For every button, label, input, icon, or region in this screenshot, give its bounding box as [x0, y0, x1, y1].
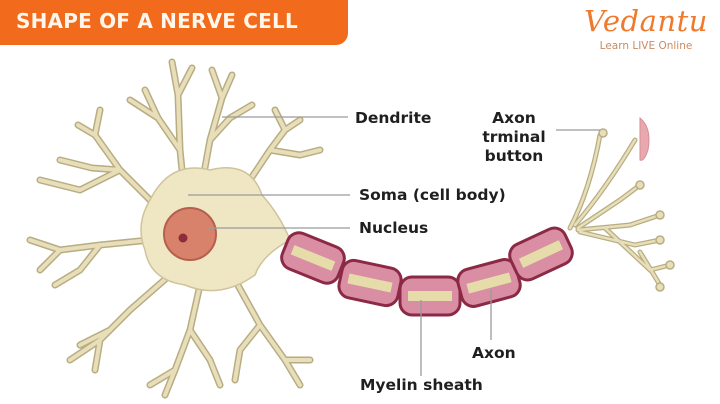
label-dendrite: Dendrite — [355, 109, 432, 127]
logo-tagline: Learn LIVE Online — [599, 40, 693, 52]
label-axon: Axon — [472, 344, 516, 362]
vedantu-logo: Vedantu Learn LIVE Online — [578, 4, 714, 60]
myelin-sheath-segments — [280, 226, 574, 317]
label-axon-terminal-button: Axon trminal button — [474, 109, 554, 166]
label-myelin-sheath: Myelin sheath — [360, 376, 483, 394]
nucleus — [163, 207, 217, 261]
leader-lines — [188, 116, 600, 376]
title-banner: SHAPE OF A NERVE CELL — [0, 0, 348, 45]
label-axon-terminal-line3: button — [484, 147, 544, 165]
label-axon-terminal-line1: Axon — [492, 109, 536, 127]
axon-terminals — [567, 116, 675, 292]
page-title: SHAPE OF A NERVE CELL — [16, 9, 298, 33]
dendrites — [26, 58, 324, 399]
logo-name: Vedantu — [584, 4, 708, 38]
label-nucleus: Nucleus — [359, 219, 429, 237]
label-soma: Soma (cell body) — [359, 186, 506, 204]
label-axon-terminal-line2: trminal — [482, 128, 546, 146]
